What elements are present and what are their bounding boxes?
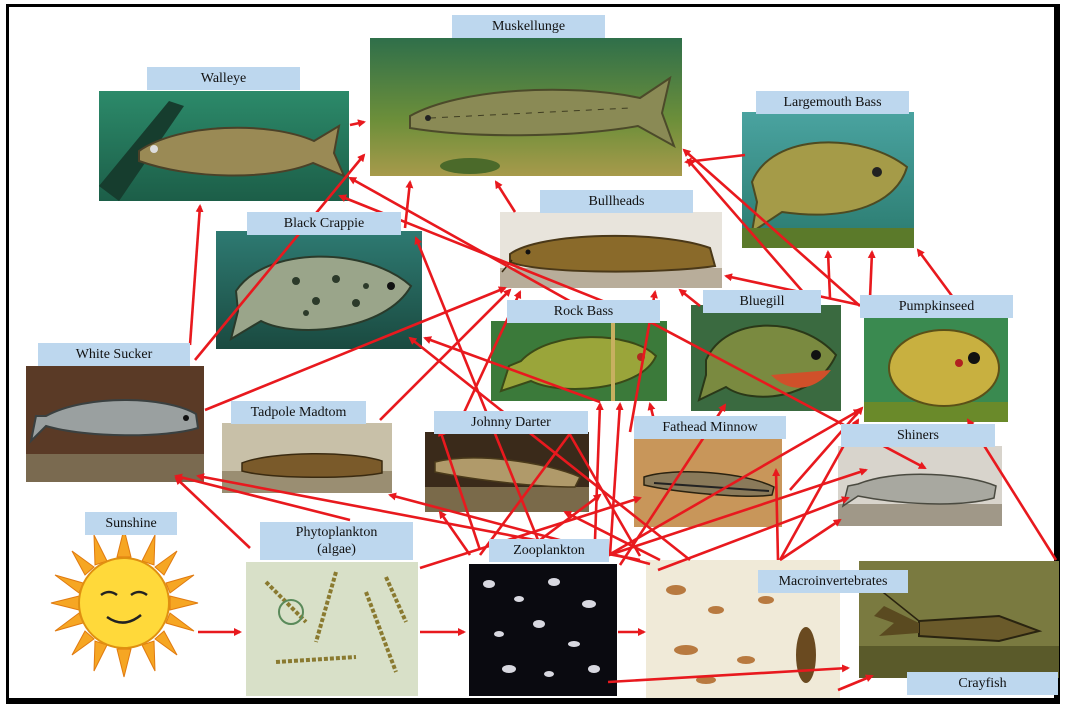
label-sunshine: Sunshine (85, 512, 177, 535)
label-bullheads: Bullheads (540, 190, 693, 213)
label-tadpole-madtom: Tadpole Madtom (231, 401, 366, 424)
pumpkinseed-photo (864, 318, 1008, 422)
fathead-minnow-photo (634, 437, 782, 527)
zooplankton-photo (469, 564, 617, 696)
johnny-darter-photo (425, 432, 589, 512)
largemouth-bass-photo (742, 112, 914, 248)
label-macroinvertebrates: Macroinvertebrates (758, 570, 908, 593)
black-crappie-photo (216, 231, 422, 349)
label-johnny-darter: Johnny Darter (434, 411, 588, 434)
sunshine-image (49, 527, 200, 679)
label-white-sucker: White Sucker (38, 343, 190, 366)
label-largemouth-bass: Largemouth Bass (756, 91, 909, 114)
label-zooplankton: Zooplankton (489, 539, 609, 562)
label-fathead-minnow: Fathead Minnow (634, 416, 786, 439)
label-shiners: Shiners (841, 424, 995, 447)
label-muskellunge: Muskellunge (452, 15, 605, 38)
shiners-photo (838, 446, 1002, 526)
label-crayfish: Crayfish (907, 672, 1058, 695)
label-pumpkinseed: Pumpkinseed (860, 295, 1013, 318)
phytoplankton-photo (246, 562, 418, 696)
walleye-photo (99, 91, 349, 201)
white-sucker-photo (26, 366, 204, 482)
label-bluegill: Bluegill (703, 290, 821, 313)
tadpole-madtom-photo (222, 423, 392, 493)
label-phytoplankton: Phytoplankton (algae) (260, 522, 413, 560)
bullhead-photo (500, 212, 722, 288)
label-black-crappie: Black Crappie (247, 212, 401, 235)
bluegill-photo (691, 305, 841, 411)
muskellunge-photo (370, 38, 682, 176)
label-rock-bass: Rock Bass (507, 300, 660, 323)
label-phytoplankton-line1: Phytoplankton (264, 524, 409, 541)
rock-bass-photo (491, 321, 667, 401)
label-walleye: Walleye (147, 67, 300, 90)
label-phytoplankton-line2: (algae) (264, 541, 409, 558)
